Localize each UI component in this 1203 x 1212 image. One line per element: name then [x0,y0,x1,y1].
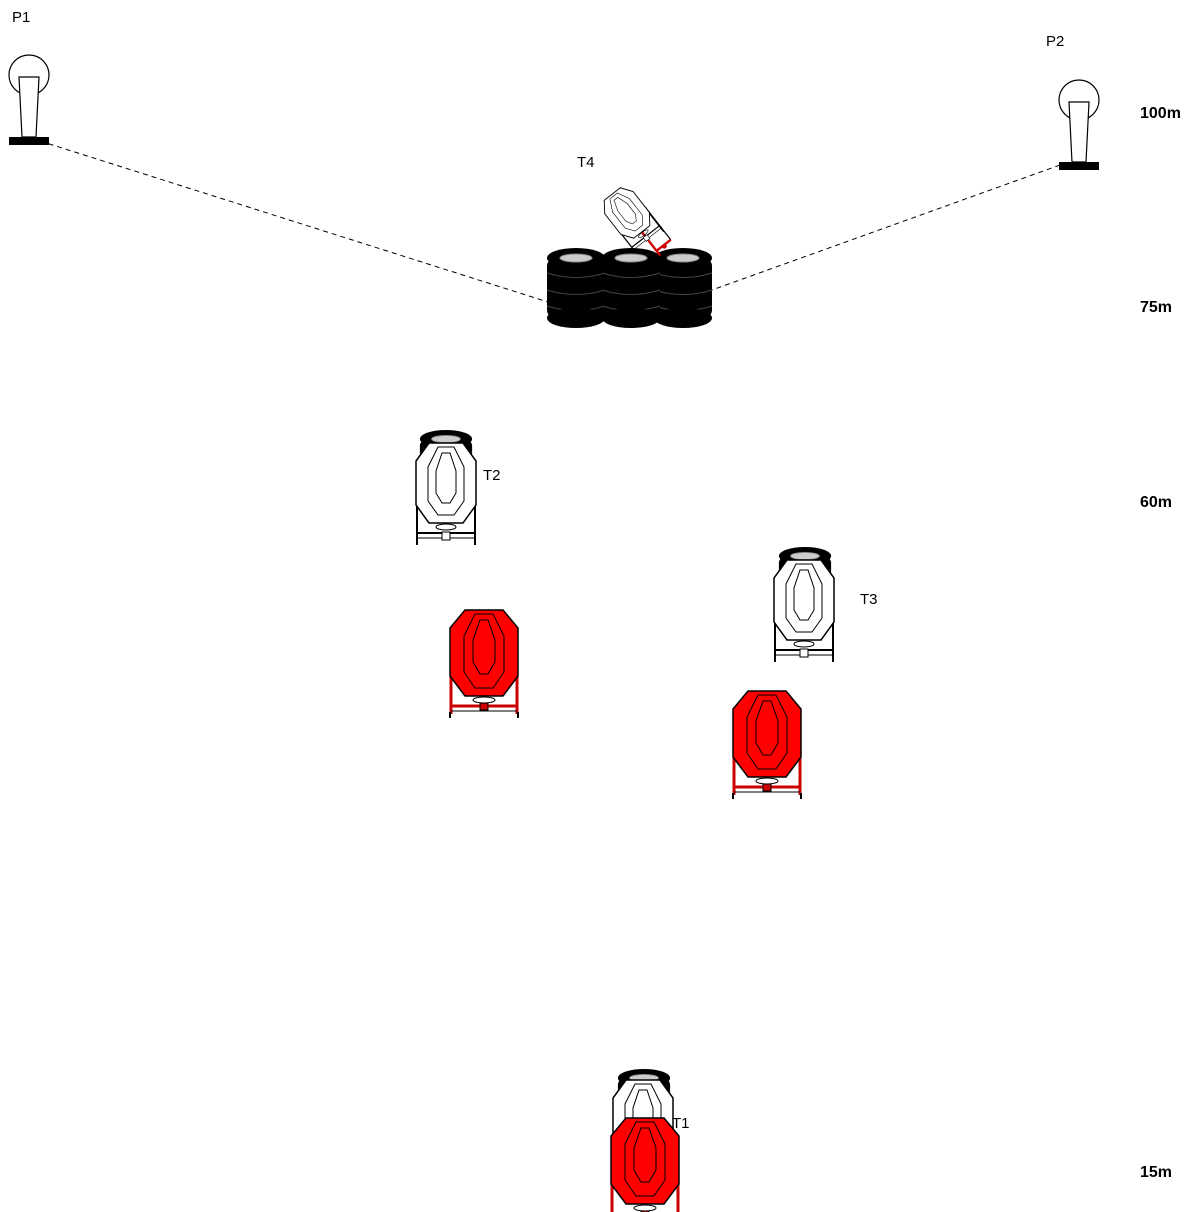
target-t4: T4 [546,154,713,329]
distance-scale: 100m 75m 60m 15m [1140,105,1181,1181]
target-t3-label: T3 [860,591,878,608]
position-p2-label: P2 [1046,33,1064,50]
distance-15m: 15m [1140,1164,1172,1181]
no-shoot-target-icon [731,689,803,801]
no-shoot-target-icon [448,608,520,720]
shoot-target-icon [415,442,477,546]
position-p1-label: P1 [12,9,30,26]
target-t3: T3 [773,546,878,663]
target-t1: T1 [609,1068,690,1212]
sightline-p2 [711,164,1061,291]
target-t4-label: T4 [577,154,595,171]
shoot-target-icon [773,559,835,663]
position-p2-icon [1058,79,1100,171]
tire-stack-icon [601,247,661,329]
position-p1-icon [8,54,50,146]
target-t1-label: T1 [672,1115,690,1132]
target-t2: T2 [415,429,501,546]
no-shoot-target-icon [609,1116,681,1212]
position-p1: P1 [8,9,50,146]
target-t2-label: T2 [483,467,501,484]
sightline-p1 [39,140,549,303]
t4-target-icon [597,182,672,257]
distance-75m: 75m [1140,299,1172,316]
distance-100m: 100m [1140,105,1181,122]
distance-60m: 60m [1140,494,1172,511]
position-p2: P2 [1046,33,1100,171]
tire-stack-icon [546,247,606,329]
tire-stack-icon [653,247,713,329]
